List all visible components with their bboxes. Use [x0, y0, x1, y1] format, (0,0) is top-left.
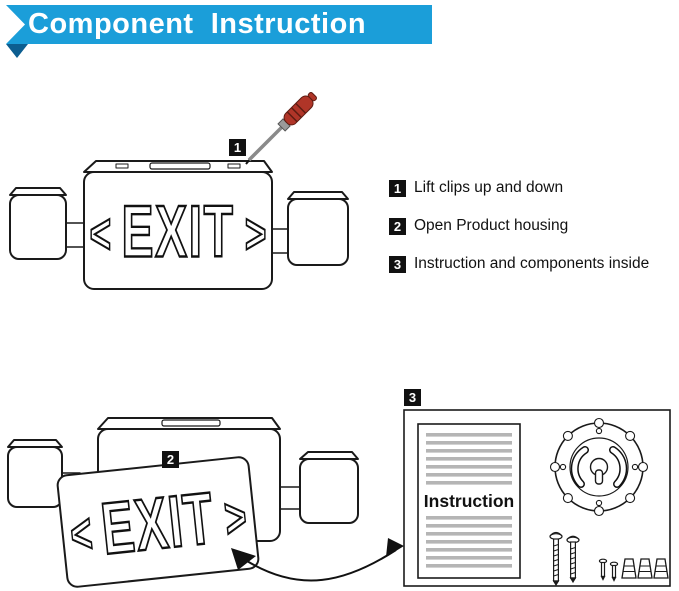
right-lamp-head: [287, 198, 349, 266]
instruction-manual: Instruction: [417, 423, 521, 579]
top-clip-slot: [161, 419, 221, 427]
page-title: Component Instruction: [28, 8, 367, 40]
left-lamp-head: [9, 194, 67, 260]
step-item-2: 2 Open Product housing: [389, 217, 649, 235]
steps-list: 1 Lift clips up and down 2 Open Product …: [389, 179, 649, 293]
screwdriver-icon: [245, 92, 317, 165]
left-lamp-head: [7, 446, 63, 508]
callout-badge-1: 1: [229, 139, 246, 156]
chevron-right-glyph: >: [245, 203, 266, 266]
arrowhead: [386, 538, 404, 557]
step-1-badge: 1: [389, 179, 406, 197]
step-3-label: Instruction and components inside: [414, 255, 650, 272]
ribbon-notch: [6, 5, 25, 44]
manual-text-lines: [426, 433, 512, 568]
exit-word: EXIT: [121, 191, 234, 273]
callout-badge-3: 3: [404, 389, 421, 406]
header-ribbon: [6, 5, 432, 58]
step-1-label: Lift clips up and down: [414, 179, 564, 196]
mounting-screws-icon: [549, 531, 619, 587]
callout-badge-2: 2: [162, 451, 179, 468]
ribbon-fold: [6, 44, 28, 58]
exit-word: EXIT: [98, 478, 219, 571]
arrow-to-parts: [231, 538, 404, 582]
chevron-left-glyph: <: [90, 203, 111, 266]
mounting-plate-icon: [549, 417, 649, 517]
step-item-3: 3 Instruction and components inside: [389, 255, 649, 273]
top-clip-slot: [149, 162, 211, 170]
step-2-label: Open Product housing: [414, 217, 569, 234]
step-3-badge: 3: [389, 255, 406, 273]
ribbon-band: [6, 5, 432, 44]
right-lamp-head: [299, 458, 359, 524]
wire-nuts-icon: [621, 558, 669, 579]
instruction-label: Instruction: [424, 491, 514, 511]
exit-sign-closed: [9, 160, 349, 290]
step-item-1: 1 Lift clips up and down: [389, 179, 649, 197]
exit-sign-front-panel: < EXIT >: [56, 456, 260, 588]
sign-housing: [83, 171, 273, 290]
step-2-badge: 2: [389, 217, 406, 235]
exit-text-top: < EXIT >: [89, 190, 267, 274]
